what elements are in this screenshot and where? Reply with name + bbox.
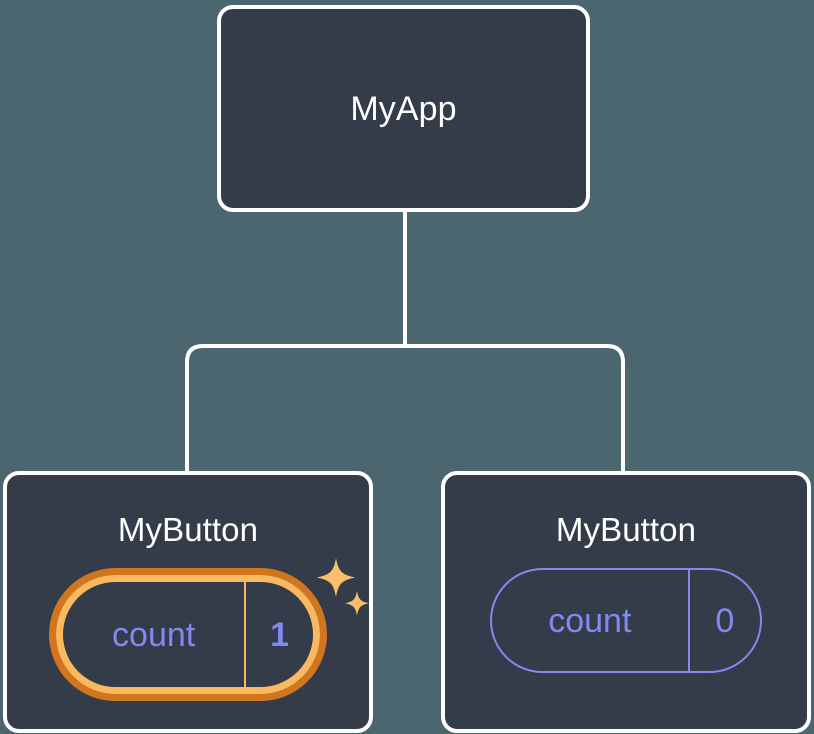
state-value-left: 1 bbox=[270, 615, 290, 654]
node-mybutton-left[interactable]: MyButton count 1 bbox=[3, 471, 373, 733]
state-key-left: count bbox=[112, 615, 196, 654]
node-mybutton-right[interactable]: MyButton count 0 bbox=[441, 471, 811, 733]
state-value-right: 0 bbox=[715, 601, 735, 640]
state-key-cell-right: count bbox=[492, 570, 688, 671]
connector-branch-bar bbox=[185, 344, 625, 474]
node-myapp-label: MyApp bbox=[350, 89, 457, 128]
state-pill-plain[interactable]: count 0 bbox=[490, 568, 762, 673]
state-key-cell-left: count bbox=[63, 582, 244, 687]
state-value-cell-right: 0 bbox=[687, 570, 760, 671]
state-key-right: count bbox=[548, 601, 632, 640]
state-pill-right-wrap: count 0 bbox=[490, 568, 762, 673]
state-pill-highlighted[interactable]: count 1 bbox=[49, 568, 327, 701]
node-mybutton-right-label: MyButton bbox=[555, 511, 697, 548]
node-mybutton-left-label: MyButton bbox=[117, 511, 259, 548]
node-myapp[interactable]: MyApp bbox=[217, 5, 590, 212]
state-pill-left-wrap: count 1 bbox=[49, 568, 327, 701]
state-value-cell-left: 1 bbox=[244, 582, 313, 687]
state-pill-highlighted-inner: count 1 bbox=[56, 575, 320, 694]
